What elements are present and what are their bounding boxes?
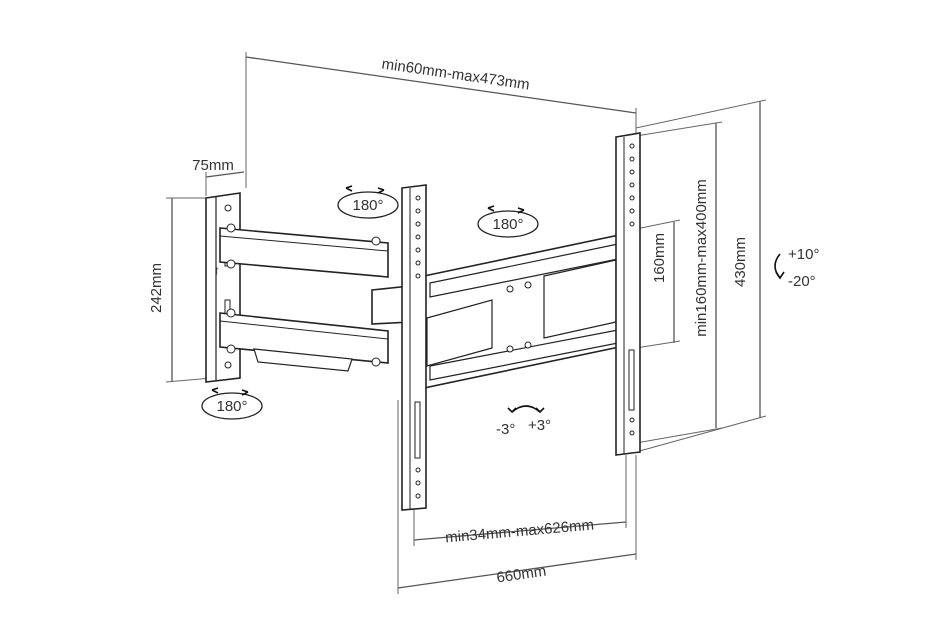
lower-wall-swivel-badge: 180° (201, 387, 263, 420)
plate-width-label: 75mm (192, 157, 234, 174)
vesa-horizontal-label: min34mm-max626mm (445, 517, 595, 547)
level-adjust-indicator: -3° +3° (496, 405, 551, 438)
tilt-indicator: +10° -20° (774, 246, 819, 290)
rail-spacing-ext-bottom (635, 340, 681, 349)
upper-arm-swivel-badge: 180° (337, 185, 399, 219)
arm-elbow-swivel-label: 180° (492, 216, 523, 233)
arm-elbow-swivel-badge: 180° (477, 205, 539, 238)
svg-text:↑: ↑ (214, 263, 220, 277)
tilt-down-label: -20° (788, 273, 816, 290)
rail-spacing-label: 160mm (651, 233, 668, 283)
overall-height-ext-bottom (635, 415, 767, 453)
vesa-vertical-ext-top (635, 121, 723, 137)
vesa-vertical-ext-bottom (635, 427, 723, 444)
overall-height-ext-top (635, 99, 767, 129)
tv-plate (423, 233, 625, 389)
arm-extension-label: min60mm-max473mm (381, 55, 531, 93)
lower-wall-swivel-label: 180° (216, 398, 247, 415)
rail-spacing-ext-top (635, 219, 681, 230)
overall-width-label: 660mm (495, 563, 547, 587)
plate-width-dim-line (205, 171, 245, 178)
arm-extension-dim-line (245, 56, 637, 114)
level-right-label: +3° (528, 417, 551, 434)
swing-arms (219, 223, 411, 372)
vertical-rails (401, 132, 641, 511)
plate-height-ext-bottom (165, 377, 213, 383)
vesa-horizontal-dim-line (413, 521, 627, 541)
wall-plate: ↑ (205, 192, 241, 383)
vesa-vertical-label: min160mm-max400mm (693, 179, 710, 337)
tilt-up-label: +10° (788, 246, 819, 263)
upper-arm-swivel-label: 180° (352, 197, 383, 214)
dimension-lines (165, 52, 767, 594)
level-adjust-arrow-icon (511, 405, 541, 413)
plate-height-label: 242mm (148, 263, 165, 313)
overall-width-dim-line (397, 553, 637, 589)
overall-height-label: 430mm (732, 237, 749, 287)
level-left-label: -3° (496, 421, 515, 438)
